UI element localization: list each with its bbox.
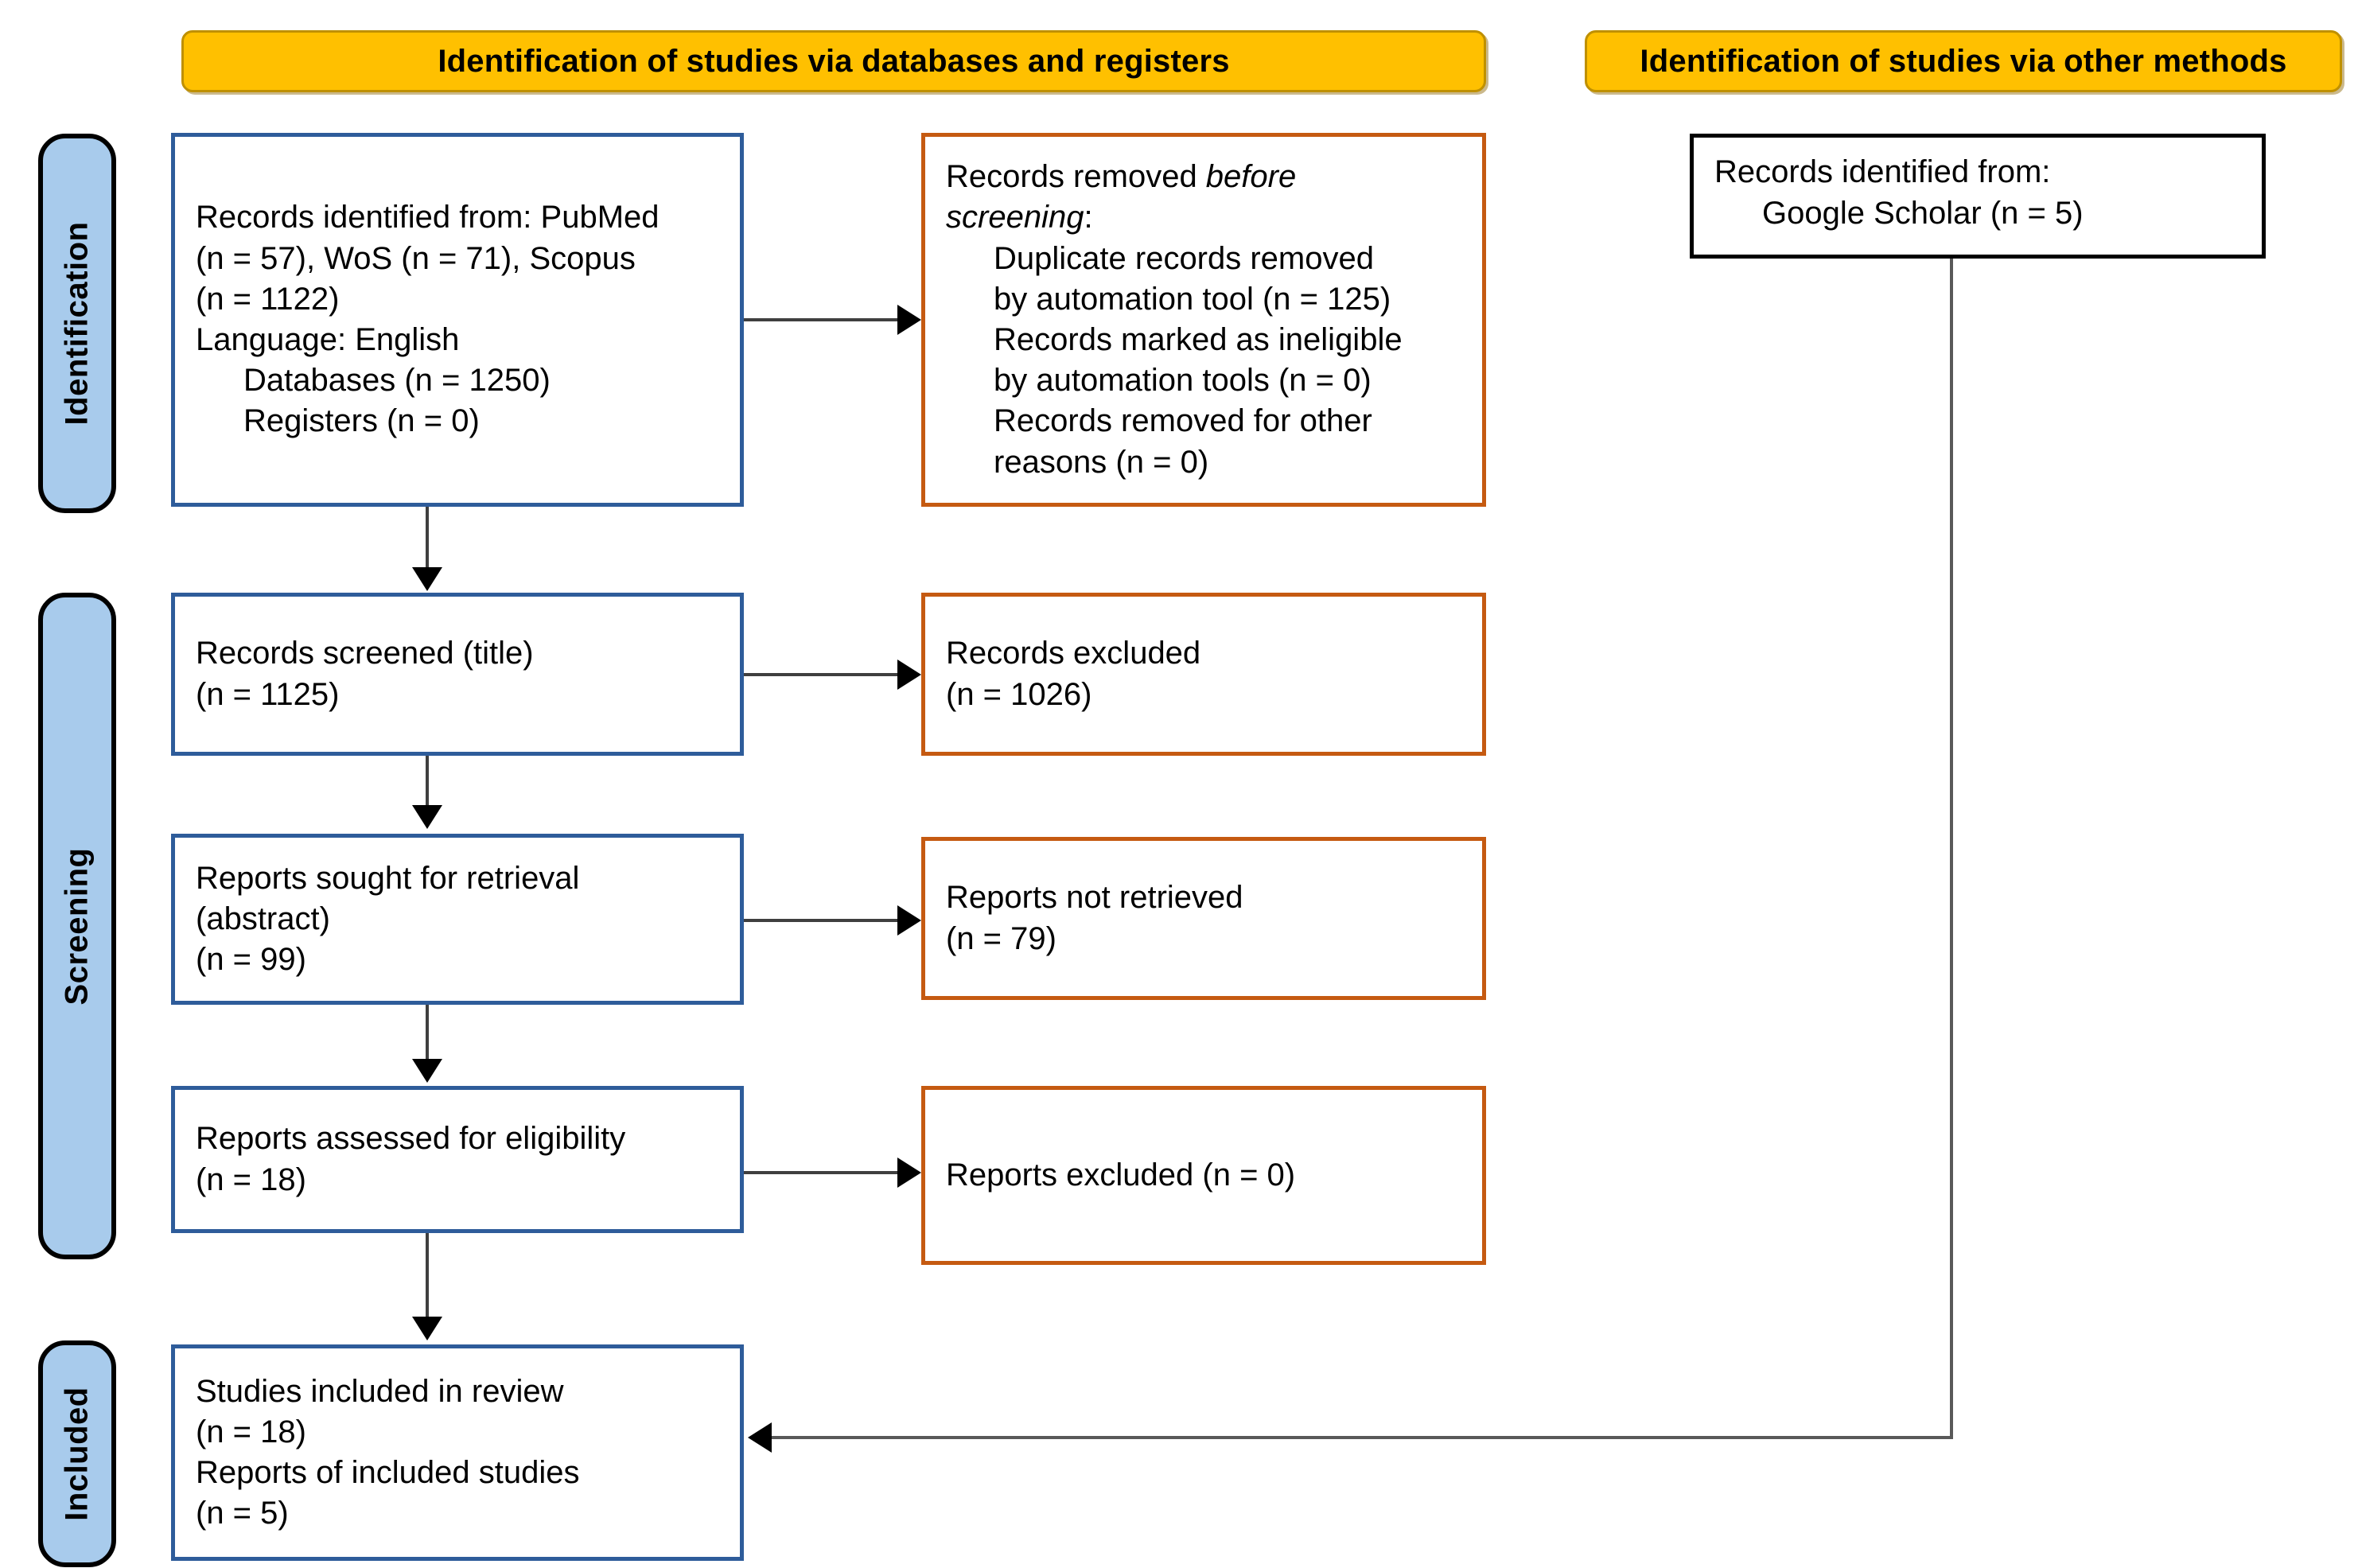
- connector-screened-to-sought: [426, 756, 429, 805]
- arrowhead-sought-to-not-retrieved: [897, 905, 921, 936]
- line-text: Reports excluded (n = 0): [946, 1157, 1296, 1193]
- line-text-indented: Records marked as ineligible: [994, 322, 1403, 357]
- box-records-identified-other-methods: Records identified from: Google Scholar …: [1690, 134, 2266, 259]
- box-records-removed-before-screening: Records removed before screening: Duplic…: [921, 133, 1486, 507]
- box-reports-assessed-for-eligibility: Reports assessed for eligibility (n = 18…: [171, 1086, 744, 1233]
- stage-pill-included: Included: [38, 1340, 116, 1567]
- arrowhead-screened-to-sought: [412, 805, 442, 829]
- head-colon: :: [1084, 200, 1093, 235]
- arrowhead-other-methods-to-included: [748, 1422, 772, 1453]
- line-text: Records excluded: [946, 636, 1201, 671]
- arrowhead-identified-to-screened: [412, 567, 442, 591]
- line-text-indented: by automation tools (n = 0): [994, 363, 1372, 399]
- box-records-excluded: Records excluded (n = 1026): [921, 593, 1486, 756]
- line-text-indented: Google Scholar (n = 5): [1762, 195, 2084, 231]
- head-plain: Records removed: [946, 159, 1206, 195]
- line-text: Records identified from: PubMed: [196, 200, 660, 235]
- banner-other-methods: Identification of studies via other meth…: [1585, 30, 2342, 92]
- line-text: (abstract): [196, 901, 330, 936]
- line-text-indented: Registers (n = 0): [243, 403, 480, 439]
- line-text: Reports not retrieved: [946, 880, 1243, 916]
- box-reports-excluded: Reports excluded (n = 0): [921, 1086, 1486, 1265]
- box-studies-included-in-review: Studies included in review (n = 18) Repo…: [171, 1344, 744, 1561]
- box-records-identified-databases: Records identified from: PubMed (n = 57)…: [171, 133, 744, 507]
- connector-sought-to-not-retrieved: [744, 919, 897, 922]
- connector-sought-to-assessed: [426, 1005, 429, 1059]
- line-text: (n = 5): [196, 1496, 289, 1531]
- connector-other-methods-vertical: [1950, 259, 1953, 1438]
- line-text: Records screened (title): [196, 636, 534, 671]
- line-text: Language: English: [196, 322, 460, 357]
- connector-identified-to-removed: [744, 318, 897, 321]
- arrowhead-assessed-to-included: [412, 1317, 442, 1340]
- head-italic-screening: screening: [946, 200, 1084, 235]
- arrowhead-screened-to-excluded: [897, 659, 921, 690]
- box-reports-sought-for-retrieval: Reports sought for retrieval (abstract) …: [171, 834, 744, 1005]
- line-text: (n = 99): [196, 942, 306, 978]
- connector-assessed-to-reports-excluded: [744, 1171, 897, 1174]
- box-records-screened: Records screened (title) (n = 1125): [171, 593, 744, 756]
- stage-pill-identification: Identification: [38, 134, 116, 513]
- line-text-indented: reasons (n = 0): [994, 444, 1209, 480]
- line-text: Reports of included studies: [196, 1455, 580, 1490]
- line-text-indented: Records removed for other: [994, 403, 1372, 439]
- line-text-head: Records removed before: [946, 157, 1461, 197]
- stage-label-included: Included: [59, 1387, 95, 1521]
- connector-identified-to-screened: [426, 507, 429, 567]
- line-text: Reports sought for retrieval: [196, 860, 580, 896]
- box-reports-not-retrieved: Reports not retrieved (n = 79): [921, 837, 1486, 1000]
- connector-screened-to-excluded: [744, 673, 897, 676]
- line-text: (n = 79): [946, 920, 1056, 956]
- arrowhead-identified-to-removed: [897, 305, 921, 335]
- line-text-indented: Databases (n = 1250): [243, 363, 551, 399]
- line-text: (n = 18): [196, 1161, 306, 1197]
- head-italic-before: before: [1205, 159, 1297, 195]
- connector-assessed-to-included: [426, 1233, 429, 1317]
- banner-databases-registers: Identification of studies via databases …: [181, 30, 1486, 92]
- line-text: (n = 57), WoS (n = 71), Scopus: [196, 240, 636, 276]
- line-text: Reports assessed for eligibility: [196, 1121, 626, 1157]
- stage-pill-screening: Screening: [38, 593, 116, 1259]
- line-text: Records identified from:: [1714, 154, 2051, 190]
- stage-label-screening: Screening: [59, 847, 95, 1005]
- stage-label-identification: Identification: [59, 221, 95, 426]
- arrowhead-assessed-to-reports-excluded: [897, 1158, 921, 1188]
- connector-other-methods-horizontal: [772, 1436, 1953, 1439]
- line-text: Studies included in review: [196, 1373, 564, 1409]
- line-text-head2: screening:: [946, 197, 1461, 238]
- line-text: (n = 1026): [946, 676, 1092, 712]
- arrowhead-sought-to-assessed: [412, 1059, 442, 1083]
- line-text: (n = 1125): [196, 676, 340, 712]
- line-text: (n = 18): [196, 1414, 306, 1449]
- line-text: (n = 1122): [196, 281, 340, 317]
- line-text-indented: by automation tool (n = 125): [994, 281, 1391, 317]
- line-text-indented: Duplicate records removed: [994, 240, 1374, 276]
